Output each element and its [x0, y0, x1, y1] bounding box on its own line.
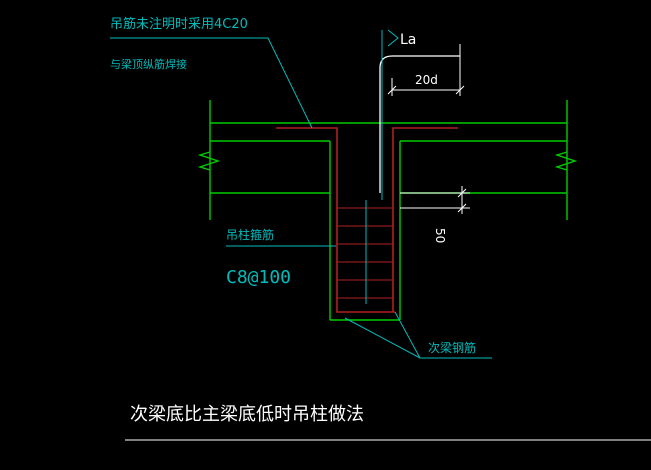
stirrup-label: 吊柱箍筋 — [226, 227, 274, 242]
leader-la — [387, 29, 399, 47]
rebar-group — [276, 127, 458, 313]
hanger-bar-right — [392, 127, 458, 312]
leader-secondary-rebar-2 — [394, 311, 421, 359]
anchor-bar — [379, 55, 460, 193]
main-beam-outline — [197, 100, 578, 321]
break-mark-right — [554, 151, 578, 171]
anchor-length-label: La — [400, 32, 416, 48]
stirrup-spec: C8@100 — [226, 267, 291, 288]
dim-20d-tick-right — [455, 85, 465, 95]
hanger-bar-left — [276, 127, 395, 313]
dimensions — [365, 30, 470, 304]
leaders — [110, 29, 492, 359]
secondary-rebar-label: 次梁钢筋 — [428, 340, 476, 355]
drawing-title: 次梁底比主梁底低时吊柱做法 — [130, 404, 364, 425]
dim-20d-tick-left — [387, 85, 397, 95]
dim-50-tick-bottom — [457, 203, 467, 213]
hanger-note-line1: 吊筋未注明时采用4C20 — [110, 16, 248, 32]
dimension-20d-label: 20d — [415, 73, 438, 87]
hanger-note-line2: 与梁顶纵筋焊接 — [110, 57, 187, 71]
leader-hanger-note — [110, 37, 313, 129]
dimension-50-label: 50 — [433, 228, 447, 243]
break-mark-left — [197, 151, 221, 171]
dim-50-tick-top — [457, 188, 467, 198]
